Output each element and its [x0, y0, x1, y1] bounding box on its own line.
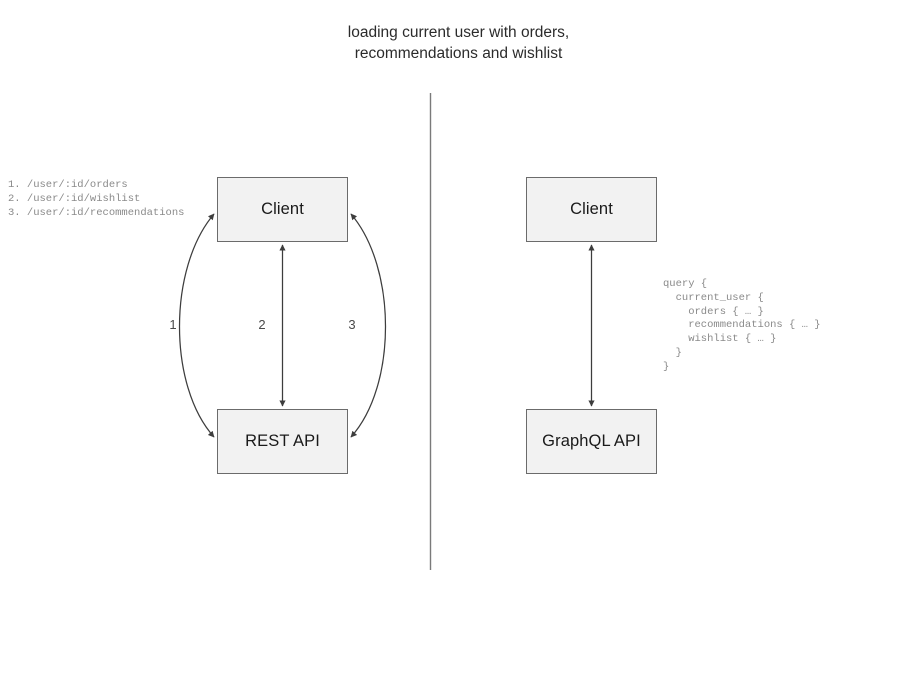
node-rest-api[interactable]: REST API — [217, 409, 348, 474]
edge-label-1: 1 — [169, 317, 177, 332]
page-title: loading current user with orders, recomm… — [347, 24, 570, 62]
node-graphql-api[interactable]: GraphQL API — [526, 409, 657, 474]
edge-1-curve-left — [178, 213, 215, 438]
edge-label-2: 2 — [258, 317, 266, 332]
node-client-graphql[interactable]: Client — [526, 177, 657, 242]
node-client-rest[interactable]: Client — [217, 177, 348, 242]
edge-label-3: 3 — [348, 317, 356, 332]
edge-3-curve-right — [350, 213, 387, 438]
graphql-query-block: query { current_user { orders { … } reco… — [663, 278, 821, 373]
rest-endpoints-list: 1. /user/:id/orders 2. /user/:id/wishlis… — [8, 179, 185, 219]
